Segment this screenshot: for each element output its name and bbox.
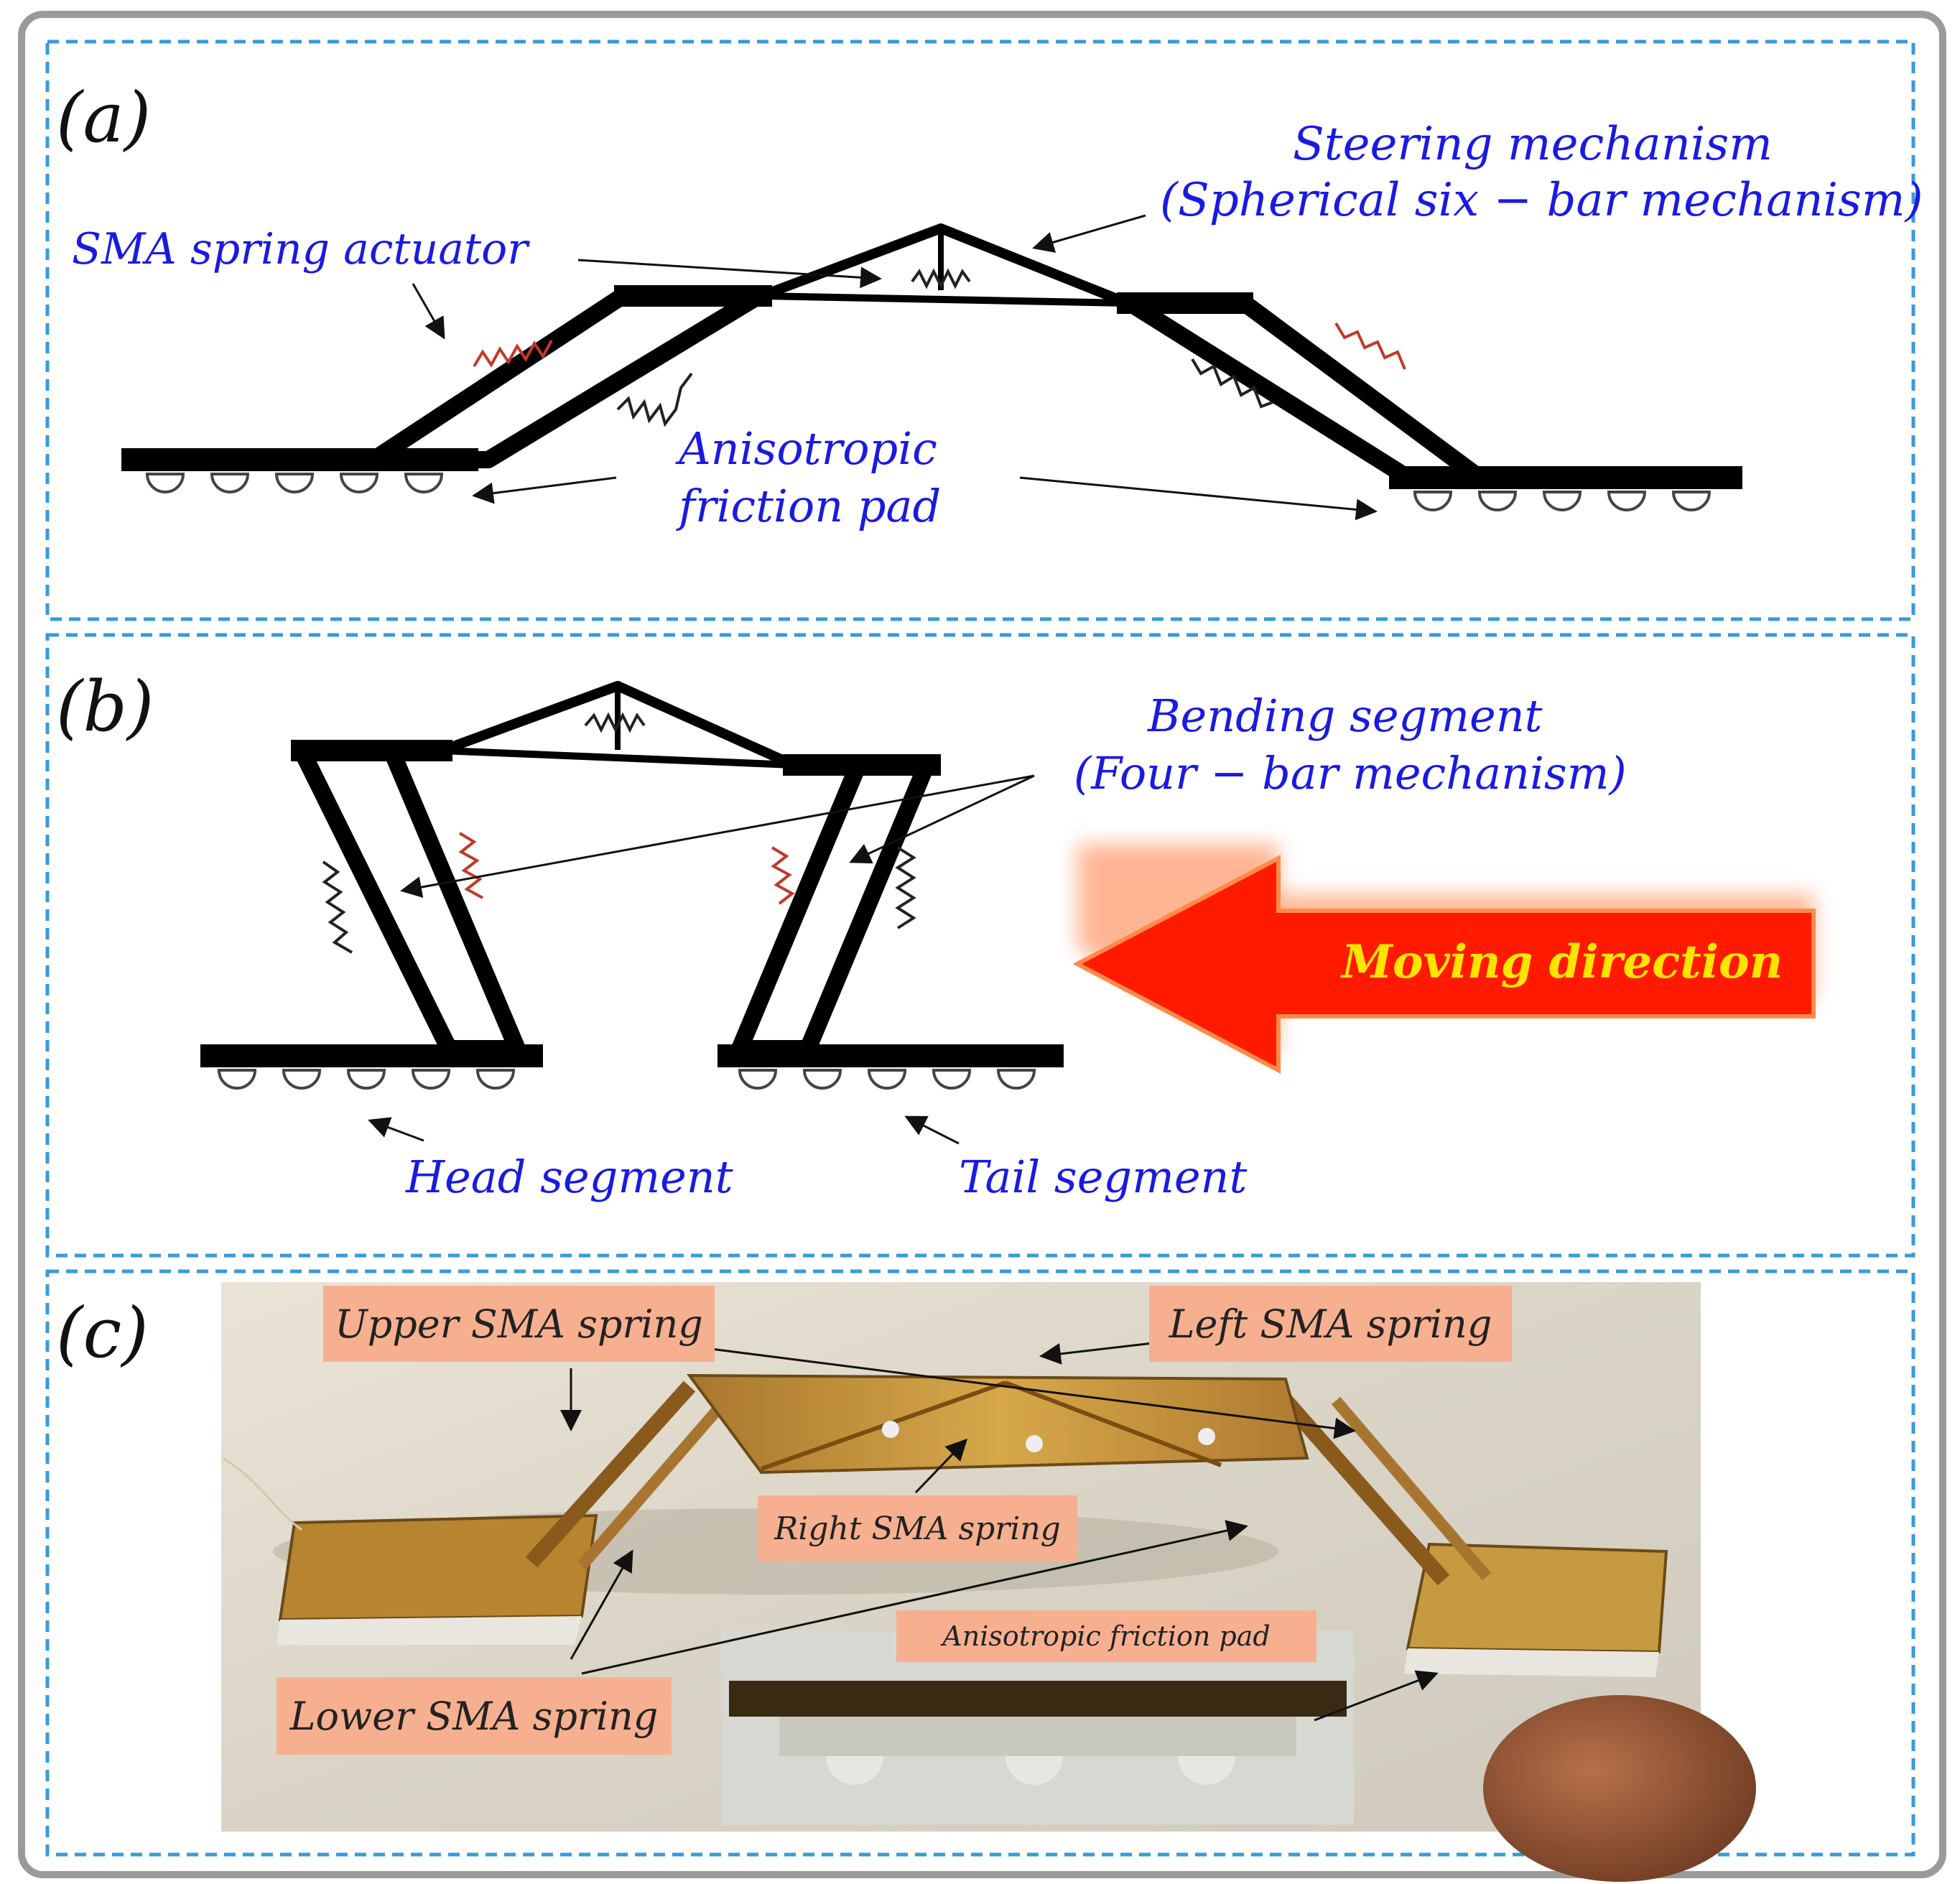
panel-c-photo: [221, 1282, 1756, 1882]
panel-a-pointer-arrows: [412, 214, 1378, 521]
panel-c-label: (c): [56, 1293, 149, 1373]
sma-spring-actuator-label: SMA spring actuator: [72, 224, 528, 274]
panel-c-pointer-arrows: [560, 1342, 1439, 1722]
anisotropic-label: Anisotropic: [679, 422, 937, 475]
panel-a-mechanism: [121, 223, 1742, 489]
panel-b-friction-pads: [217, 1069, 1036, 1090]
friction-pad-label: friction pad: [679, 480, 942, 532]
panel-b-frame: [45, 633, 1915, 1258]
anisotropic-friction-pad-label: Anisotropic friction pad: [896, 1610, 1316, 1662]
panel-b-mechanism: [200, 681, 1064, 1067]
moving-direction-arrow: [1072, 844, 1816, 1074]
moving-direction-label: Moving direction: [1342, 935, 1783, 989]
upper-sma-spring-label: Upper SMA spring: [323, 1286, 715, 1362]
head-segment-label: Head segment: [406, 1151, 733, 1203]
tail-segment-label: Tail segment: [959, 1151, 1248, 1203]
panel-b-pointer-arrows: [368, 774, 1035, 1145]
panel-b-springs: [322, 712, 916, 954]
lower-sma-spring-label: Lower SMA spring: [277, 1677, 672, 1755]
left-sma-spring-label: Left SMA spring: [1149, 1286, 1512, 1362]
panel-b-label: (b): [56, 667, 154, 747]
bending-segment-label: Bending segment: [1148, 690, 1543, 742]
right-sma-spring-label: Right SMA spring: [758, 1495, 1077, 1562]
panel-a-friction-pads: [145, 473, 1711, 511]
panel-a-label: (a): [56, 78, 152, 158]
panel-c-frame: [45, 1269, 1915, 1857]
steering-mechanism-sub-label: (Spherical six − bar mechanism): [1160, 174, 1923, 227]
panel-a-frame: [45, 40, 1915, 621]
four-bar-mechanism-label: (Four − bar mechanism): [1074, 747, 1627, 799]
steering-mechanism-label: Steering mechanism: [1293, 118, 1773, 171]
panel-a-springs: [473, 268, 1406, 427]
